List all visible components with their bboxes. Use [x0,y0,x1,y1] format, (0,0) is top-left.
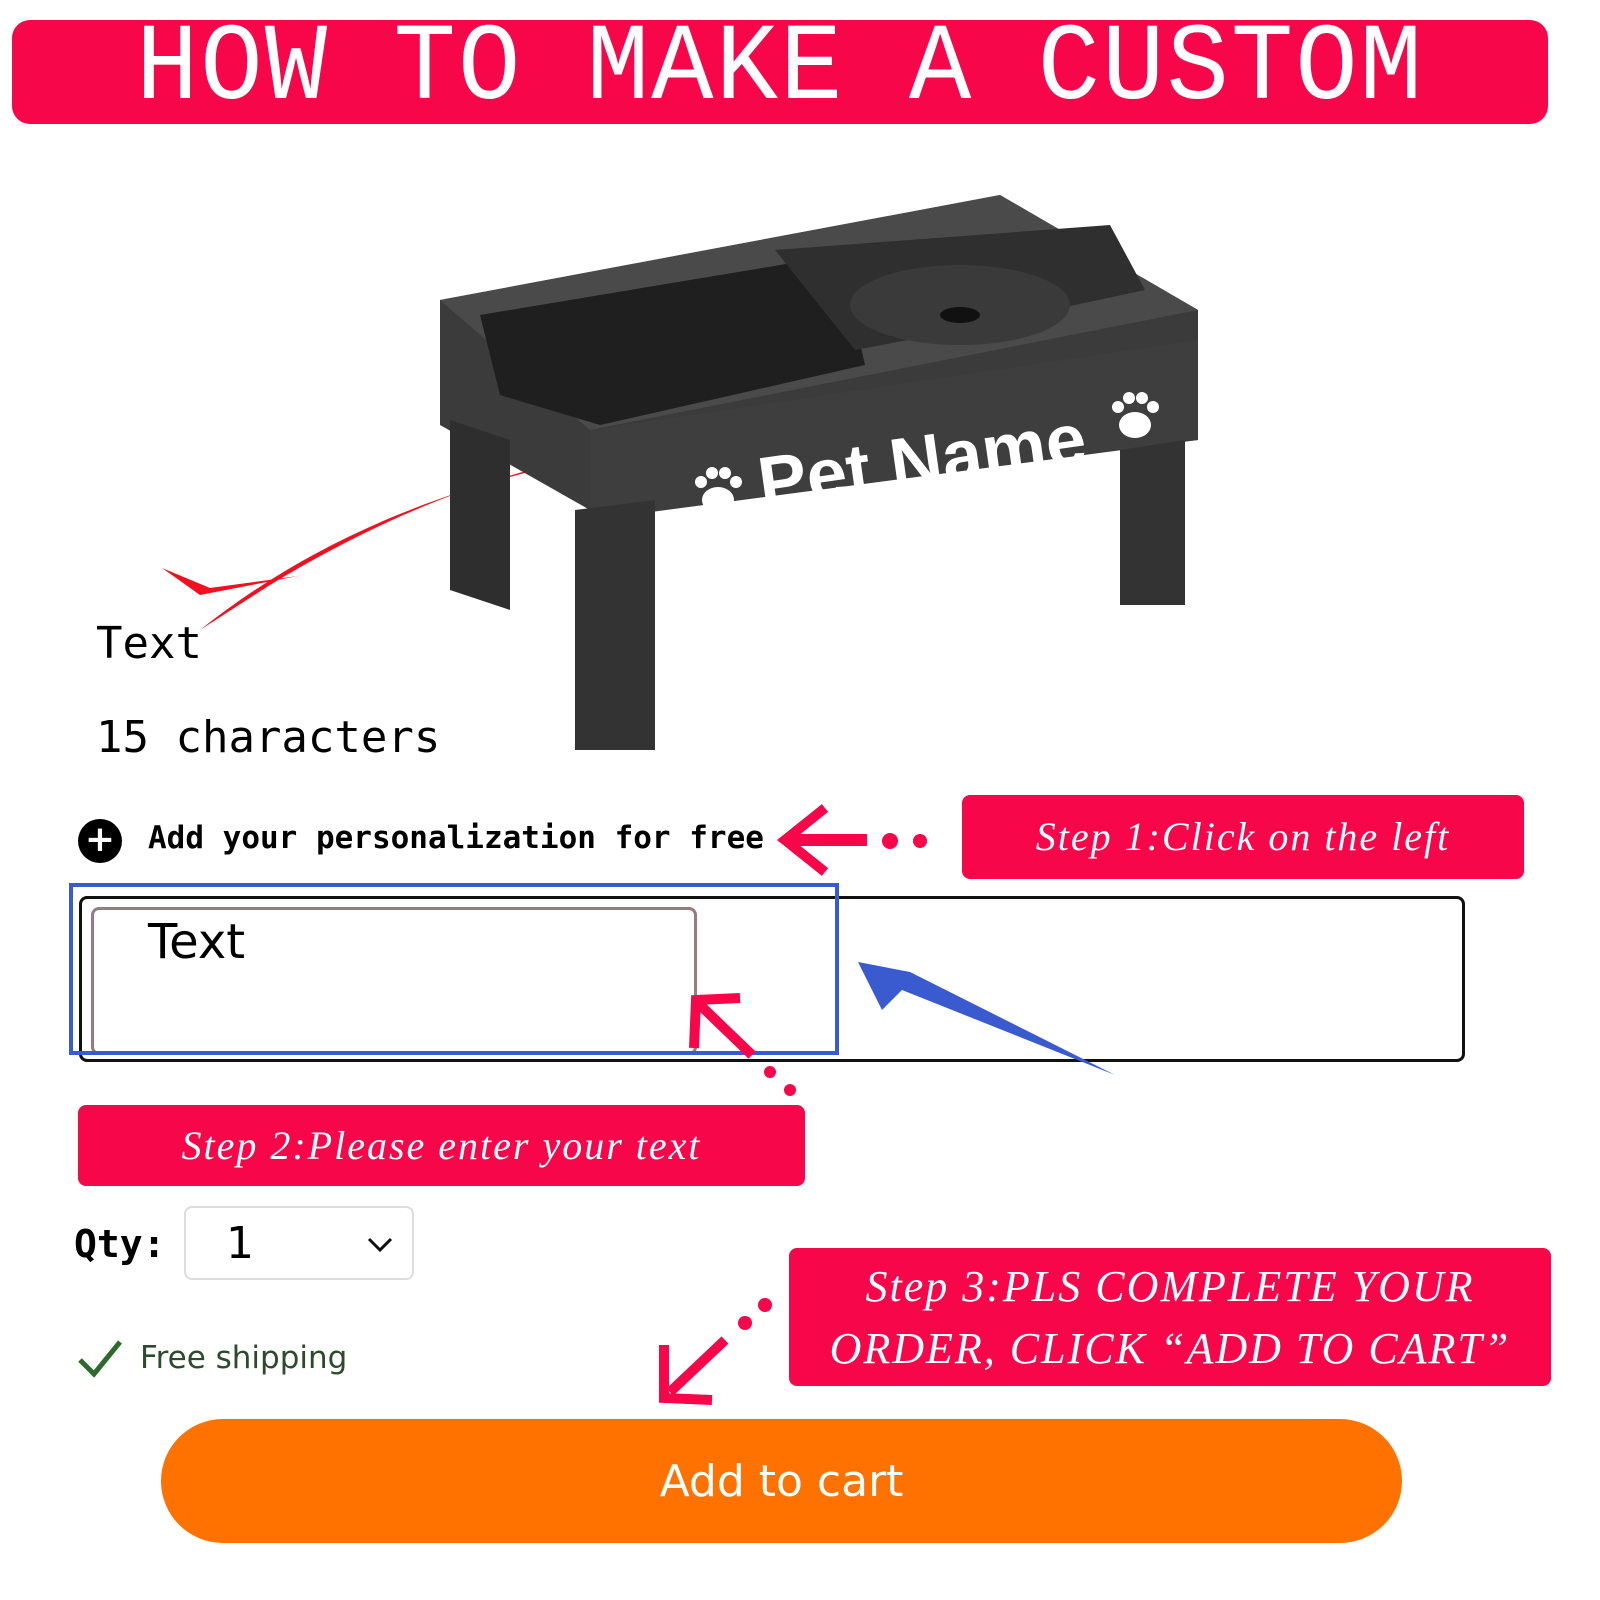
field-label: Text [96,618,202,669]
chevron-down-icon [367,1237,393,1253]
character-limit: 15 characters [96,712,441,763]
paw-icon [1112,392,1159,438]
highlight-box [69,883,839,1055]
banner-title: HOW TO MAKE A CUSTOM ORDER [135,7,1425,241]
text-input-value: Text [148,914,246,970]
personalization-container [79,896,1465,1062]
qty-label: Qty: [74,1222,166,1266]
add-personalization-link[interactable]: Add your personalization for free [148,820,764,856]
step1-arrow [776,804,927,876]
step3-callout: Step 3:PLS COMPLETE YOUR ORDER, CLICK “A… [789,1248,1551,1386]
title-banner: HOW TO MAKE A CUSTOM ORDER [12,15,1548,233]
qty-select[interactable]: 1 [184,1206,414,1280]
product-image: Pet Name [162,195,1198,750]
step3-line2: ORDER, CLICK “ADD TO CART” [829,1324,1511,1373]
red-arrow-head [162,568,298,595]
add-to-cart-button[interactable]: Add to cart [161,1419,1402,1543]
step3-line1: Step 3:PLS COMPLETE YOUR [865,1262,1475,1311]
paw-icon [695,467,742,513]
step1-callout: Step 1:Click on the left [962,795,1524,879]
qty-value: 1 [226,1218,254,1269]
plus-icon[interactable]: + [78,819,122,863]
step2-callout: Step 2:Please enter your text [78,1105,805,1186]
blue-arrow-icon [858,962,1115,1075]
check-icon [78,1340,122,1378]
annotation-arrows [689,962,1115,1096]
free-shipping-label: Free shipping [140,1340,348,1376]
step3-arrow [659,1298,772,1405]
